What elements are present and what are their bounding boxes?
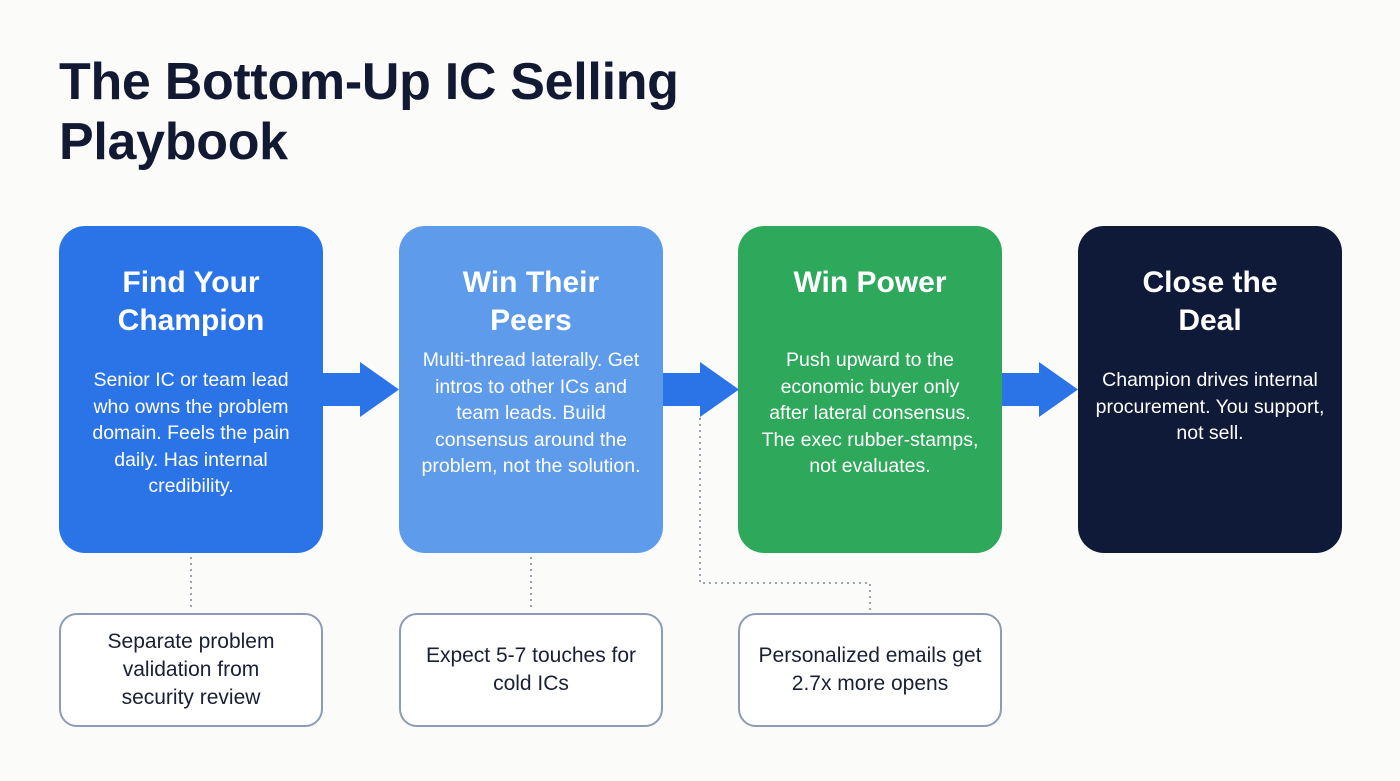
stage-title: Close the Deal [1142, 266, 1278, 337]
right-arrow-icon [1002, 362, 1078, 417]
right-arrow-icon [663, 362, 739, 417]
stage-description: Champion drives internal procurement. Yo… [1095, 369, 1325, 444]
tip-note-text: Personalized emails get 2.7x more opens [758, 644, 982, 695]
tip-note: Personalized emails get 2.7x more opens [738, 613, 1002, 727]
stage-title: Find Your Champion [117, 266, 265, 337]
tip-note: Separate problem validation from securit… [59, 613, 323, 727]
stage-description: Multi-thread laterally. Get intros to ot… [421, 349, 641, 477]
tip-note: Expect 5-7 touches for cold ICs [399, 613, 663, 727]
stage-card-find-champion: Find Your Champion Senior IC or team lea… [59, 226, 323, 553]
tip-note-text: Separate problem validation from securit… [107, 630, 275, 709]
stage-title: Win Power [793, 266, 947, 299]
stage-title: Win Their Peers [462, 266, 600, 337]
stage-card-win-peers: Win Their Peers Multi-thread laterally. … [399, 226, 663, 553]
stage-card-close-deal: Close the Deal Champion drives internal … [1078, 226, 1342, 553]
stage-description: Push upward to the economic buyer only a… [761, 349, 979, 477]
stage-card-win-power: Win Power Push upward to the economic bu… [738, 226, 1002, 553]
stage-description: Senior IC or team lead who owns the prob… [92, 369, 290, 497]
page-title: The Bottom-Up IC Selling Playbook [59, 53, 679, 171]
right-arrow-icon [323, 362, 399, 417]
tip-note-text: Expect 5-7 touches for cold ICs [425, 644, 637, 695]
